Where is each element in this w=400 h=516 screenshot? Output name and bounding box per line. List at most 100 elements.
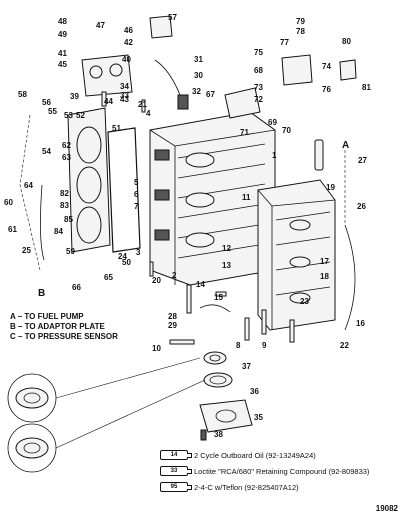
callout-62: 62 <box>62 141 71 150</box>
callout-77: 77 <box>280 38 289 47</box>
callout-24: 24 <box>118 252 127 261</box>
callout-34: 34 <box>120 82 129 91</box>
callout-84: 84 <box>54 227 63 236</box>
callout-71: 71 <box>240 128 249 137</box>
callout-80: 80 <box>342 37 351 46</box>
callout-51: 51 <box>112 124 121 133</box>
lubricant-legend: 14 2 Cycle Outboard Oil (92-13249A24) 33… <box>160 447 390 495</box>
callout-49: 49 <box>58 30 67 39</box>
note-line: C – TO PRESSURE SENSOR <box>10 332 118 341</box>
callout-32: 32 <box>192 87 201 96</box>
callout-65: 65 <box>104 273 113 282</box>
callout-1: 1 <box>272 151 277 160</box>
callout-68: 68 <box>254 66 263 75</box>
callout-43: 43 <box>120 95 129 104</box>
callout-36: 36 <box>250 387 259 396</box>
callout-19: 19 <box>326 183 335 192</box>
callout-85: 85 <box>64 215 73 224</box>
legend-code: 14 <box>170 452 178 458</box>
callout-53: 53 <box>64 111 73 120</box>
callout-35: 35 <box>254 413 263 422</box>
legend-code: 33 <box>170 468 178 474</box>
callout-7: 7 <box>134 202 139 211</box>
callout-17: 17 <box>320 257 329 266</box>
callout-63: 63 <box>62 153 71 162</box>
callout-82: 82 <box>60 189 69 198</box>
callout-40: 40 <box>122 55 131 64</box>
callout-5: 5 <box>134 178 139 187</box>
callout-2: 2 <box>172 271 177 280</box>
callout-33: 33 <box>120 91 129 100</box>
callout-50: 50 <box>122 258 131 267</box>
callout-79: 79 <box>296 17 305 26</box>
callout-81: 81 <box>362 83 371 92</box>
side-label-b: B <box>38 288 45 299</box>
callout-70: 70 <box>282 126 291 135</box>
callout-31: 31 <box>194 55 203 64</box>
callout-37: 37 <box>242 362 251 371</box>
legend-code: 95 <box>170 484 178 490</box>
callout-29: 29 <box>168 321 177 330</box>
upper-right-components <box>224 54 357 171</box>
callout-38: 38 <box>214 430 223 439</box>
tube-icon: 33 <box>160 466 192 476</box>
callout-67: 67 <box>206 90 215 99</box>
callout-44: 44 <box>104 97 113 106</box>
callout-61: 61 <box>8 225 17 234</box>
hoses <box>40 184 356 331</box>
tube-icon: 14 <box>160 450 192 460</box>
callout-39: 39 <box>70 92 79 101</box>
callout-64: 64 <box>24 181 33 190</box>
callout-58: 58 <box>18 90 27 99</box>
note-line: B – TO ADAPTOR PLATE <box>10 322 105 331</box>
callout-16: 16 <box>356 319 365 328</box>
callout-9: 9 <box>262 341 267 350</box>
legend-row: 33 Loctite "RCA/680" Retaining Compound … <box>160 463 390 479</box>
callout-46: 46 <box>124 26 133 35</box>
callout-69: 69 <box>268 118 277 127</box>
cylinder-block <box>149 111 276 286</box>
crankcase-cover <box>257 179 336 331</box>
legend-text: 2 Cycle Outboard Oil (92-13249A24) <box>194 450 316 460</box>
callout-23: 23 <box>300 297 309 306</box>
lower-seals <box>199 351 253 441</box>
callout-12: 12 <box>222 244 231 253</box>
callout-72: 72 <box>254 95 263 104</box>
callout-73: 73 <box>254 83 263 92</box>
callout-21: 21 <box>138 100 147 109</box>
callout-8: 8 <box>236 341 241 350</box>
callout-47: 47 <box>96 21 105 30</box>
bolts <box>101 91 295 345</box>
callout-59: 59 <box>66 247 75 256</box>
tube-icon: 95 <box>160 482 192 492</box>
top-bracket <box>81 15 189 110</box>
side-label-a: A <box>342 140 349 151</box>
routing-lines <box>19 114 346 271</box>
callout-3: 3 <box>136 248 141 257</box>
callout-30: 30 <box>194 71 203 80</box>
legend-row: 95 2-4-C w/Teflon (92-825407A12) <box>160 479 390 495</box>
callout-76: 76 <box>322 85 331 94</box>
callout-41: 41 <box>58 49 67 58</box>
legend-text: 2-4-C w/Teflon (92-825407A12) <box>194 482 299 492</box>
callout-42: 42 <box>124 38 133 47</box>
callout-48: 48 <box>58 17 67 26</box>
callout-10: 10 <box>152 344 161 353</box>
callout-54: 54 <box>42 147 51 156</box>
legend-text: Loctite "RCA/680" Retaining Compound (92… <box>194 466 370 476</box>
catalog-number: 19082 <box>375 504 398 513</box>
callout-6: 6 <box>134 190 139 199</box>
callout-26: 26 <box>357 202 366 211</box>
callout-13: 13 <box>222 261 231 270</box>
callout-83: 83 <box>60 201 69 210</box>
exhaust-cover <box>67 107 141 253</box>
seal-inset-details <box>7 357 206 473</box>
callout-75: 75 <box>254 48 263 57</box>
callout-45: 45 <box>58 60 67 69</box>
callout-22: 22 <box>340 341 349 350</box>
callout-15: 15 <box>214 293 223 302</box>
callout-14: 14 <box>196 280 205 289</box>
callout-11: 11 <box>242 193 251 202</box>
callout-18: 18 <box>320 272 329 281</box>
connection-notes: A – TO FUEL PUMP B – TO ADAPTOR PLATE C … <box>10 312 118 342</box>
